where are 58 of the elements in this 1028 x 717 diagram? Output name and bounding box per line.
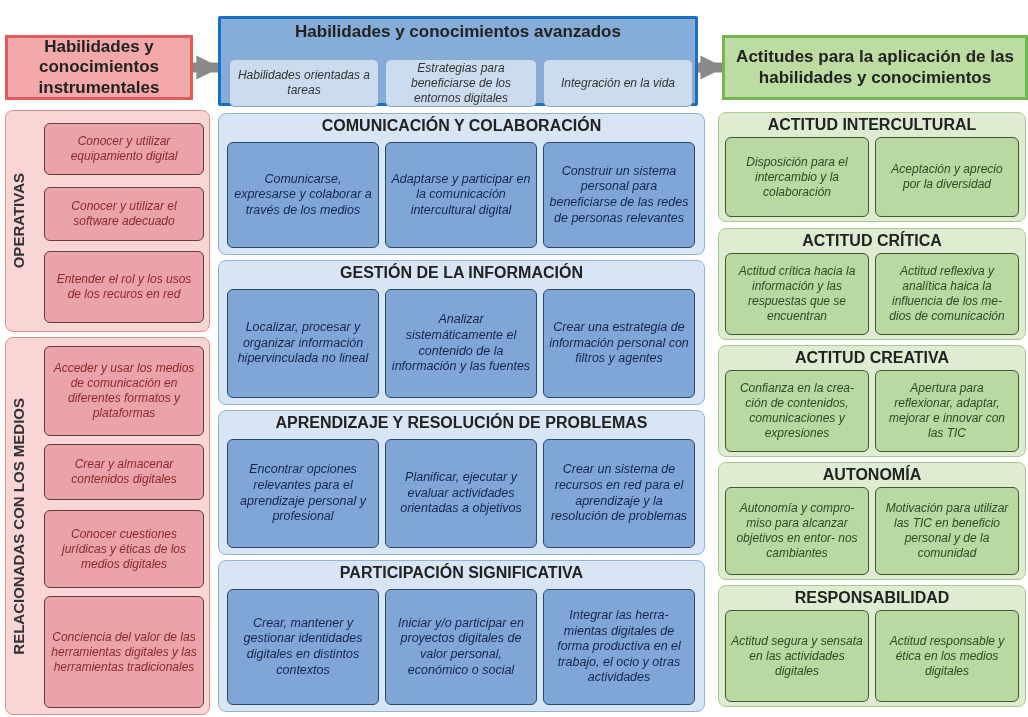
attitude-card: Motivación para utilizar las TIC en beneficio personal y de la comunidad: [875, 487, 1019, 575]
category-panel: [218, 113, 705, 255]
category-panel: [5, 110, 210, 332]
category-panel: [218, 260, 705, 405]
category-title: COMUNICACIÓN Y COLABORACIÓN: [320, 117, 603, 135]
category-panel: [718, 112, 1026, 222]
header-panel: [218, 16, 698, 106]
category-title: RESPONSABILIDAD: [793, 589, 951, 607]
skill-card: Crear una estrategia de información personal con filtros y agentes: [543, 289, 695, 398]
skill-card: Construir un sistema personal para beneficiarse de las redes de personas relevantes: [543, 142, 695, 248]
skill-card: Conocer y utilizar equipamiento digital: [44, 123, 204, 175]
attitude-card: Disposición para el intercambio y la colaboración: [725, 137, 869, 217]
attitude-card: Apertura para reflexionar, adaptar, mejorar e innovar con las TIC: [875, 370, 1019, 452]
skill-card: Iniciar y/o participar en proyectos digitales de valor personal, económico o social: [385, 589, 537, 705]
skill-card: Conciencia del valor de las herramientas digitales y las herramientas tradicionales: [44, 596, 204, 708]
skill-card: Localizar, procesar y organizar información hipervinculada no lineal: [227, 289, 379, 398]
skill-card: Planificar, ejecutar y evaluar actividades orientadas a objetivos: [385, 439, 537, 548]
skill-card: Encontrar opciones relevantes para el aprendizaje personal y profesional: [227, 439, 379, 548]
category-title: ACTITUD CRÍTICA: [801, 232, 943, 250]
skill-card: Analizar sistemáticamente el contenido de la información y las fuentes: [385, 289, 537, 398]
skill-card: Integrar las herra- mientas digitales de forma productiva en el trabajo, el ocio y otras actividades: [543, 589, 695, 705]
skill-card: Comunicarse, expresarse y colaborar a través de los medios: [227, 142, 379, 248]
skill-card: Crear, mantener y gestionar identidades digitales en distintos contextos: [227, 589, 379, 705]
attitude-card: Actitud reflexiva y analítica haica la influencia de los me- dios de comunicación: [875, 253, 1019, 335]
skill-card: Entender el rol y los usos de los recuros en red: [44, 251, 204, 323]
skill-card: Acceder y usar los medios de comunicación en diferentes formatos y plataformas: [44, 346, 204, 436]
category-panel: [218, 410, 705, 555]
attitude-card: Actitud segura y sensata en las actividades digitales: [725, 610, 869, 702]
skill-card: Crear un sistema de recursos en red para el aprendizaje y la resolución de problemas: [543, 439, 695, 548]
category-title: Habilidades y conocimientos avanzados: [294, 22, 622, 42]
category-panel: [718, 585, 1026, 707]
category-title: OPERATIVAS: [10, 173, 27, 269]
attitude-card: Confianza en la crea- ción de contenidos, comunicaciones y expresiones: [725, 370, 869, 452]
header-box: Habilidades y conocimientos instrumentales: [5, 35, 193, 100]
subheader-card: Habilidades orientadas a tareas: [229, 59, 379, 107]
skill-card: Adaptarse y participar en la comunicación intercultural digital: [385, 142, 537, 248]
category-panel: [718, 345, 1026, 457]
category-title: AUTONOMÍA: [821, 466, 923, 484]
attitude-card: Actitud crítica hacia la información y las respuestas que se encuentran: [725, 253, 869, 335]
attitude-card: Actitud responsable y ética en los medios digitales: [875, 610, 1019, 702]
category-title: GESTIÓN DE LA INFORMACIÓN: [339, 264, 584, 282]
attitude-card: Aceptación y aprecio por la diversidad: [875, 137, 1019, 217]
category-panel: [218, 560, 705, 712]
header-box: Actitudes para la aplicación de las habilidades y conocimientos: [722, 35, 1028, 100]
category-title: APRENDIZAJE Y RESOLUCIÓN DE PROBLEMAS: [274, 414, 649, 432]
skill-card: Conocer y utilizar el software adecuado: [44, 187, 204, 241]
attitude-card: Autonomía y compro- miso para alcanzar objetivos en entor- nos cambiantes: [725, 487, 869, 575]
skill-card: Crear y almacenar contenidos digitales: [44, 444, 204, 500]
skill-card: Conocer cuestiones jurídicas y éticas de los medios digitales: [44, 510, 204, 588]
category-panel: [718, 462, 1026, 580]
category-title: ACTITUD INTERCULTURAL: [766, 116, 978, 134]
category-panel: [5, 337, 210, 715]
subheader-card: Estrategias para beneficiarse de los entornos digitales: [385, 59, 537, 107]
category-title: ACTITUD CREATIVA: [793, 349, 951, 367]
category-panel: [718, 228, 1026, 340]
category-title: RELACIONADAS CON LOS MEDIOS: [10, 397, 27, 655]
subheader-card: Integración en la vida: [543, 59, 693, 107]
category-title: PARTICIPACIÓN SIGNIFICATIVA: [338, 564, 585, 582]
